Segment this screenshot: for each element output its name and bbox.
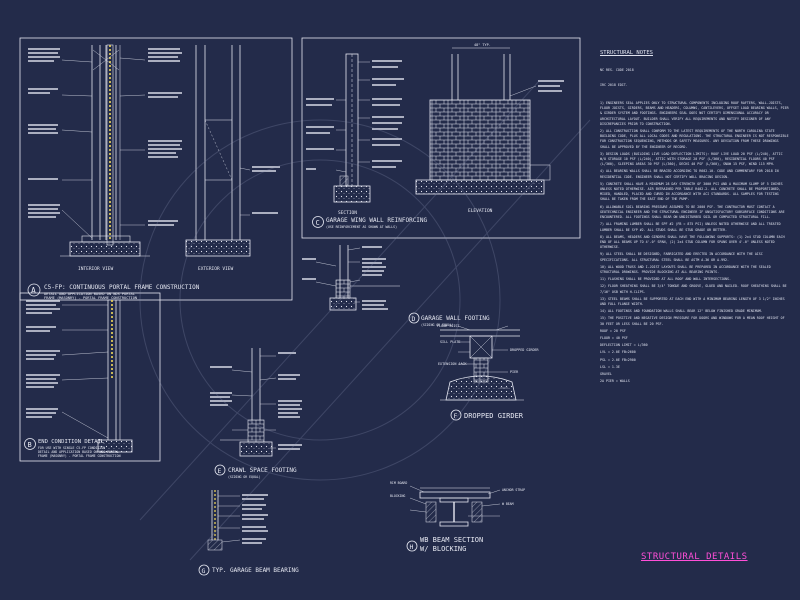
- detail-f-dropped-girder: DROPPED GIRDER: [510, 348, 540, 352]
- notes-paragraph: 13) STEEL BEAMS SHALL BE SUPPORTED AT EA…: [600, 296, 787, 306]
- detail-a-leaders: [61, 57, 251, 239]
- detail-h-w-beam: W BEAM: [502, 502, 514, 506]
- detail-h-marker: H: [410, 543, 414, 551]
- detail-h-title: WB BEAM SECTION: [420, 536, 483, 544]
- notes-paragraph: 11) FLASHING SHALL BE PROVIDED AT ALL RO…: [600, 277, 732, 282]
- notes-body: 1) ENGINEERS SEAL APPLIES ONLY TO STRUCT…: [600, 101, 790, 384]
- notes-paragraph: FLOOR = 40 PSF: [600, 335, 628, 340]
- detail-a-interior-view: [60, 44, 150, 257]
- detail-f-floor-joist: FLOOR JOIST: [437, 324, 459, 328]
- detail-b-marker: B: [28, 441, 32, 449]
- detail-c: SECTION 48" TYP. ELEVATION: [301, 37, 581, 239]
- notes-line2: IRC 2018 EDIT.: [600, 83, 628, 88]
- detail-c-dim: 48" TYP.: [474, 43, 491, 47]
- detail-b-frame: [19, 292, 161, 462]
- detail-f-pier: PIER: [510, 370, 519, 374]
- notes-paragraph: 9) ALL STEEL SHALL BE DESIGNED, FABRICAT…: [600, 252, 765, 262]
- detail-f-sill-plate: SILL PLATE: [440, 340, 460, 344]
- detail-g-note-text: [242, 494, 268, 544]
- notes-line1: NC RES. CODE 2018: [600, 67, 634, 72]
- detail-a-sub2: FRAME (MASONRY) - PORTAL FRAME CONSTRUCT…: [44, 296, 137, 300]
- detail-a-marker: A: [31, 286, 36, 295]
- notes-paragraph: 2) ALL CONSTRUCTION SHALL CONFORM TO THE…: [600, 129, 789, 149]
- detail-e-marker-circle: [214, 464, 226, 476]
- detail-g-marker: G: [202, 567, 206, 575]
- detail-h-rim-board: RIM BOARD: [390, 481, 407, 485]
- detail-a-title: C5-FP: CONTINUOUS PORTAL FRAME CONSTRUCT…: [44, 284, 200, 291]
- notes-paragraph: 1) ENGINEERS SEAL APPLIES ONLY TO STRUCT…: [600, 101, 789, 126]
- detail-a: INTERIOR VIEW EXTERIOR VIEW A C5-FP: CON…: [19, 37, 293, 301]
- detail-h: RIM BOARD BLOCKING W BEAM ANCHOR STRAP H…: [390, 481, 525, 553]
- notes-paragraph: 8) ALL BEAMS, HEADERS AND GIRDERS SHALL …: [600, 234, 787, 250]
- detail-b: B END CONDITION DETAIL FOR USE WITH SING…: [19, 292, 161, 462]
- detail-g-title: TYP. GARAGE BEAM BEARING: [212, 567, 299, 574]
- notes-heading: STRUCTURAL NOTES: [600, 50, 653, 57]
- detail-a-view1: INTERIOR VIEW: [78, 266, 114, 272]
- detail-c-sub1: (USE REINFORCEMENT AS SHOWN AT WALLS): [326, 225, 397, 229]
- detail-b-sub1: FOR USE WITH SINGLE C5-FP CONDITION: [38, 446, 105, 450]
- detail-e-sub1: (SIDING OR EQUAL): [228, 475, 261, 479]
- notes-paragraph: LVL = 2.0E FB=2600: [600, 350, 636, 355]
- notes-paragraph: 3) DESIGN LOADS (BUILDING LIVE LOAD DEFL…: [600, 151, 785, 167]
- notes-paragraph: 4) ALL BEARING WALLS SHALL BE BRACED ACC…: [600, 169, 781, 179]
- sheet-title: STRUCTURAL DETAILS: [641, 552, 748, 562]
- notes-paragraph: GRAVEL: [600, 371, 612, 376]
- detail-d-title: GARAGE WALL FOOTING: [421, 315, 490, 322]
- detail-b-marker-circle: [24, 438, 36, 450]
- detail-b-sub3: FRAME (MASONRY) - PORTAL FRAME CONSTRUCT…: [38, 454, 121, 458]
- notes-paragraph: 14) ALL FOOTINGS AND FOUNDATION WALLS SH…: [600, 309, 763, 314]
- detail-c-marker: C: [316, 219, 320, 227]
- detail-a-marker-circle: [27, 283, 41, 297]
- notes-paragraph: ROOF = 20 PSF: [600, 328, 626, 333]
- detail-e-note-text: [210, 352, 302, 450]
- detail-b-sub2: DETAIL AND APPLICATION BASED ON NDS PORT…: [38, 450, 119, 454]
- notes-paragraph: 12) FLOOR SHEATHING SHALL BE 3/4" TONGUE…: [600, 284, 789, 294]
- notes-paragraph: PSL = 2.0E FB=2900: [600, 357, 636, 362]
- detail-c-title: GARAGE WING WALL REINFORCING: [326, 217, 428, 224]
- detail-c-frame: [301, 37, 581, 239]
- detail-b-note-text: [26, 300, 60, 418]
- detail-f-extension-jack: EXTENSION JACK: [438, 362, 468, 366]
- detail-a-sub1: DETAIL AND APPLICATION BASED ON NDS PORT…: [44, 292, 135, 296]
- detail-a-frame: [19, 37, 293, 301]
- detail-d-sub1: (SIDING OR EQUAL): [421, 323, 454, 327]
- detail-c-view2: ELEVATION: [468, 208, 493, 214]
- detail-d-marker: D: [412, 315, 416, 323]
- detail-g: G TYP. GARAGE BEAM BEARING: [198, 490, 299, 576]
- detail-h-blocking: BLOCKING: [390, 494, 405, 498]
- detail-c-note-text: [306, 60, 564, 170]
- structural-notes: STRUCTURAL NOTES NC RES. CODE 2018 IRC 2…: [600, 40, 790, 510]
- detail-f: FLOOR JOIST SILL PLATE EXTENSION JACK DR…: [437, 324, 540, 421]
- notes-paragraph: 2A PIER = WALLS: [600, 379, 630, 384]
- detail-h-anchor-strap: ANCHOR STRAP: [502, 488, 525, 492]
- detail-f-marker: F: [454, 412, 458, 420]
- notes-paragraph: 15) THE POSITIVE AND NEGATIVE DESIGN PRE…: [600, 316, 787, 326]
- detail-f-title: DROPPED GIRDER: [464, 412, 524, 420]
- detail-c-view1: SECTION: [338, 210, 357, 216]
- notes-paragraph: 7) ALL FRAMING LUMBER SHALL BE SPF #2 (F…: [600, 222, 783, 232]
- detail-h-title2: W/ BLOCKING: [420, 545, 466, 553]
- detail-e-title: CRAWL SPACE FOOTING: [228, 467, 297, 474]
- detail-c-marker-circle: [312, 216, 324, 228]
- detail-a-exterior-view: [185, 45, 251, 257]
- notes-paragraph: 10) ALL WOOD TRUSS AND I-JOIST LAYOUTS S…: [600, 264, 773, 274]
- detail-h-marker-circle: [406, 540, 418, 552]
- detail-e: E CRAWL SPACE FOOTING (SIDING OR EQUAL): [210, 348, 302, 479]
- detail-g-marker-circle: [198, 564, 210, 576]
- detail-e-marker: E: [218, 467, 222, 475]
- detail-a-view2: EXTERIOR VIEW: [198, 266, 234, 272]
- detail-a-note-text: [28, 48, 280, 226]
- detail-b-title: END CONDITION DETAIL: [38, 439, 105, 445]
- detail-d: D GARAGE WALL FOOTING (SIDING OR EQUAL): [302, 245, 490, 327]
- notes-paragraph: 6) ALLOWABLE SOIL BEARING PRESSURE ASSUM…: [600, 204, 787, 220]
- detail-d-note-text: [302, 246, 388, 310]
- notes-paragraph: LSL = 1.3E: [600, 364, 620, 369]
- detail-f-marker-circle: [450, 409, 462, 421]
- notes-paragraph: DEFLECTION LIMIT = L/360: [600, 343, 648, 348]
- notes-paragraph: 5) CONCRETE SHALL HAVE A MINIMUM 28 DAY …: [600, 181, 785, 202]
- detail-d-marker-circle: [408, 312, 420, 324]
